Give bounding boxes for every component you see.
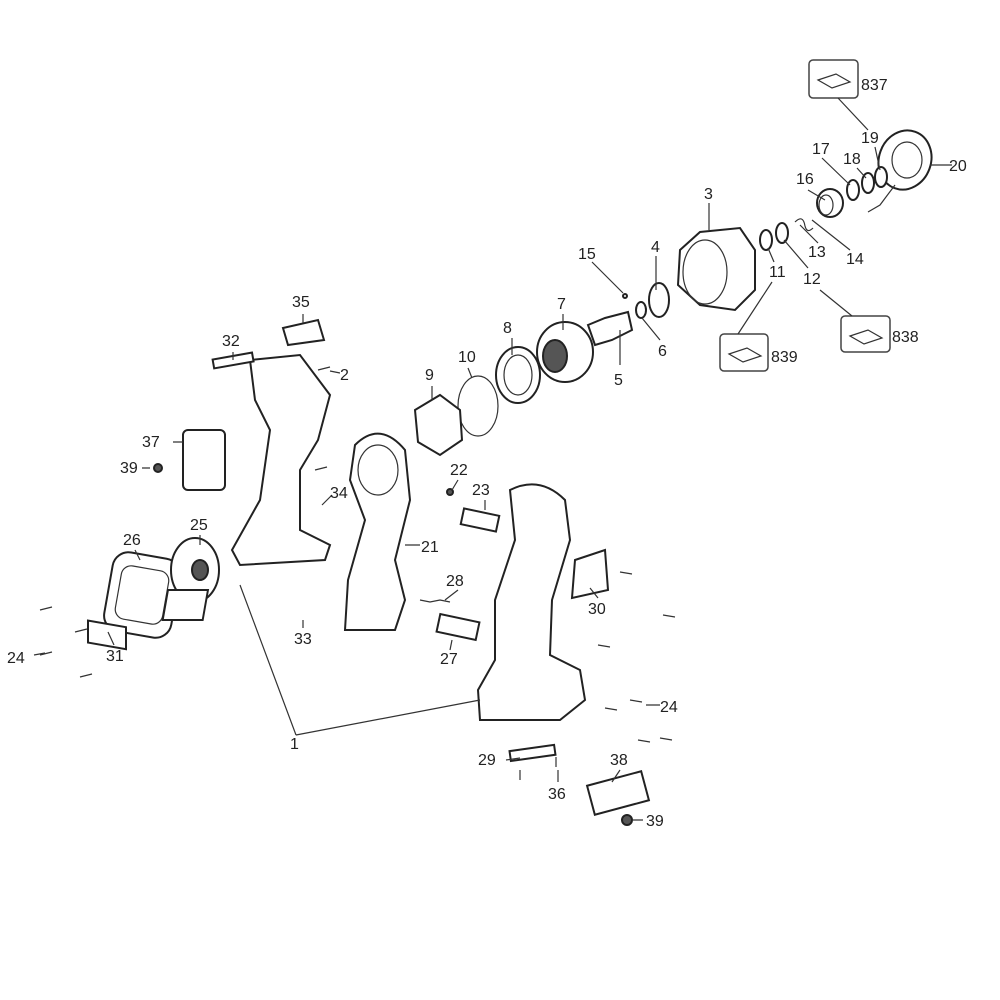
- part-13-clip: [794, 218, 814, 232]
- part-12-ring: [775, 222, 789, 244]
- callout-37: 37: [142, 434, 160, 451]
- callout-5: 5: [614, 372, 623, 389]
- part-3-housing: [676, 226, 756, 312]
- part-32-label: [211, 351, 255, 370]
- leader-lines: [33, 97, 952, 821]
- callout-30: 30: [588, 601, 606, 618]
- part-1-right-housing: [476, 483, 587, 721]
- part-16-bushing: [816, 188, 844, 218]
- part-10-oring: [457, 375, 499, 437]
- callout-24: 24: [7, 650, 25, 667]
- callout-1: 1: [290, 736, 299, 753]
- part-23-switch: [459, 507, 501, 533]
- callout-39: 39: [646, 813, 664, 830]
- callout-39: 39: [120, 460, 138, 477]
- kit-box-837: [808, 59, 859, 99]
- part-38-belt-clip: [585, 770, 651, 816]
- part-19-ring: [874, 166, 888, 188]
- callout-29: 29: [478, 752, 496, 769]
- callout-23: 23: [472, 482, 490, 499]
- part-20-cover: [867, 129, 933, 213]
- part-11-ring: [759, 229, 773, 251]
- callout-4: 4: [651, 239, 660, 256]
- callout-35: 35: [292, 294, 310, 311]
- part-31-label: [87, 619, 127, 651]
- part-1-left-housing: [230, 353, 332, 567]
- callout-2: 2: [340, 367, 349, 384]
- callout-labels: 837 19 20 18 17 16 3 15 4 7 8 10 9 6 5 1…: [7, 77, 967, 830]
- kit-box-839: [719, 333, 769, 372]
- parts-kit-icon: [848, 329, 884, 345]
- callout-8: 8: [503, 320, 512, 337]
- callout-6: 6: [658, 343, 667, 360]
- part-5-anvil: [586, 310, 634, 347]
- callout-26: 26: [123, 532, 141, 549]
- callout-32: 32: [222, 333, 240, 350]
- part-29-clip: [508, 743, 557, 763]
- callout-15: 15: [578, 246, 596, 263]
- callout-22: 22: [450, 462, 468, 479]
- callout-16: 16: [796, 171, 814, 188]
- callout-19: 19: [861, 130, 879, 147]
- part-30-label: [570, 548, 610, 600]
- part-8-gear-ring: [495, 346, 541, 404]
- callout-34: 34: [330, 485, 348, 502]
- part-21-motor-housing: [343, 432, 412, 631]
- screws: [39, 366, 676, 780]
- callout-31: 31: [106, 648, 124, 665]
- part-39-screw: [153, 463, 163, 473]
- callout-21: 21: [421, 539, 439, 556]
- part-9-motor-plate: [413, 393, 464, 457]
- parts-kit-icon: [816, 73, 852, 89]
- callout-3: 3: [704, 186, 713, 203]
- part-35-label: [281, 318, 326, 347]
- callout-9: 9: [425, 367, 434, 384]
- part-17-ring: [846, 179, 860, 201]
- part-33-label: [161, 589, 210, 621]
- callout-839: 839: [771, 349, 798, 366]
- part-18-ring: [861, 172, 875, 194]
- part-25-fan: [170, 537, 220, 603]
- callout-27: 27: [440, 651, 458, 668]
- callout-20: 20: [949, 158, 967, 175]
- callout-33: 33: [294, 631, 312, 648]
- callout-838: 838: [892, 329, 919, 346]
- callout-7: 7: [557, 296, 566, 313]
- callout-17: 17: [812, 141, 830, 158]
- part-28-wire: [419, 599, 451, 603]
- part-6-ring: [635, 301, 647, 319]
- part-4-washer: [648, 282, 670, 318]
- part-15-ball: [622, 293, 628, 299]
- callout-24: 24: [660, 699, 678, 716]
- callout-28: 28: [446, 573, 464, 590]
- part-27-switch-board: [435, 612, 481, 642]
- callout-13: 13: [808, 244, 826, 261]
- part-37-bracket: [182, 429, 226, 491]
- part-7-hammer: [536, 321, 594, 383]
- callout-25: 25: [190, 517, 208, 534]
- callout-14: 14: [846, 251, 864, 268]
- callout-11: 11: [769, 264, 786, 281]
- callout-18: 18: [843, 151, 861, 168]
- callout-10: 10: [458, 349, 476, 366]
- parts-kit-icon: [727, 347, 763, 363]
- callout-837: 837: [861, 77, 888, 94]
- callout-36: 36: [548, 786, 566, 803]
- callout-38: 38: [610, 752, 628, 769]
- callout-12: 12: [803, 271, 821, 288]
- kit-box-838: [840, 315, 891, 353]
- part-39-screw: [621, 814, 633, 826]
- parts: [39, 129, 933, 826]
